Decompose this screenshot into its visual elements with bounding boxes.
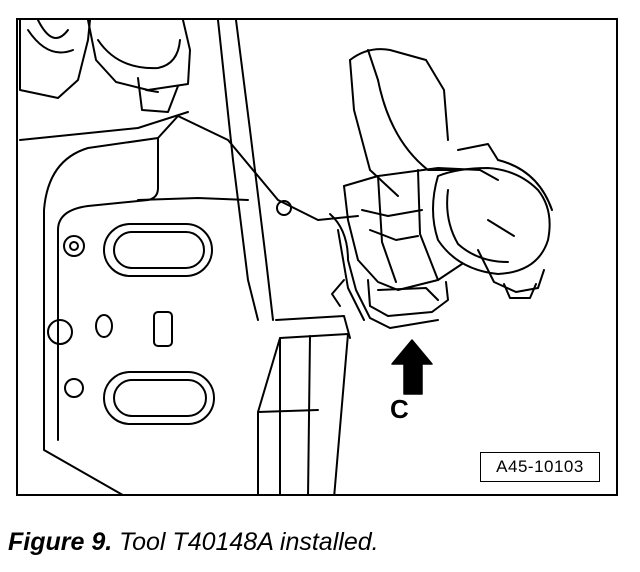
technical-line-drawing <box>19 20 553 494</box>
lower-pillar <box>257 315 351 494</box>
upper-left-component <box>19 20 191 141</box>
figure-illustration: C A45-10103 <box>16 18 618 496</box>
bracket-arm <box>276 200 439 329</box>
callout-arrow <box>391 339 433 395</box>
tool-body <box>343 48 499 317</box>
callout-label: C <box>390 394 409 424</box>
mounting-holes <box>47 235 173 398</box>
main-body-panel <box>43 20 359 494</box>
tool-knob <box>432 143 553 299</box>
caption-number: Figure 9. <box>8 528 113 556</box>
reference-code-box: A45-10103 <box>480 452 600 482</box>
upper-slot <box>103 223 213 277</box>
caption-text: Tool T40148A installed. <box>119 528 379 556</box>
figure-caption: Figure 9. Tool T40148A installed. <box>8 528 379 557</box>
lower-slot <box>103 371 215 425</box>
